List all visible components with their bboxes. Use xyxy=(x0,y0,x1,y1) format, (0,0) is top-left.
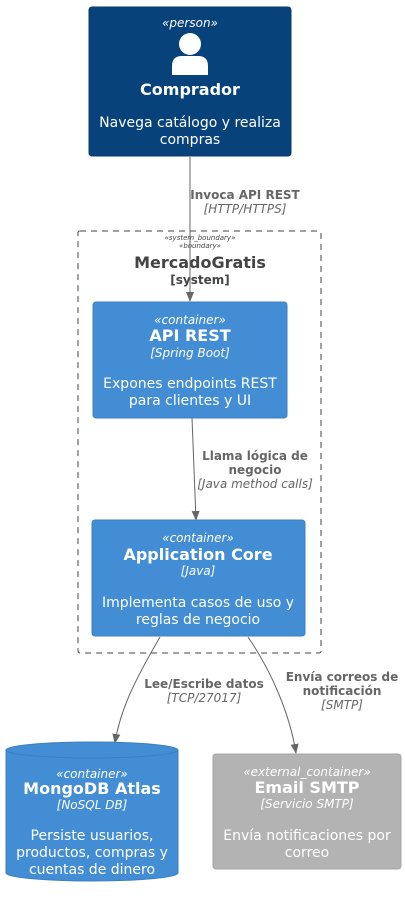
person-icon xyxy=(172,33,208,75)
system-boundary: «system_boundary» «boundary» MercadoGrat… xyxy=(77,230,322,654)
mongo-desc-1: Persiste usuarios, xyxy=(31,828,154,844)
database-mongodb-atlas: «container» MongoDB Atlas [NoSQL DB] Per… xyxy=(5,741,179,882)
edge-lee-tech: [TCP/27017] xyxy=(167,691,242,705)
edge-llama: Llama lógica de negocio [Java method cal… xyxy=(191,417,313,521)
edge-envia-label-2: notificación xyxy=(303,684,382,698)
edge-lee: Lee/Escribe datos [TCP/27017] xyxy=(112,636,264,744)
smtp-stereotype: «external_container» xyxy=(243,765,370,779)
edge-invoca-label: Invoca API REST xyxy=(190,188,300,202)
container-application-core: «container» Application Core [Java] Impl… xyxy=(91,519,306,637)
boundary-stereotype-1: «system_boundary» xyxy=(165,234,236,242)
person-comprador: «person» Comprador Navega catálogo y rea… xyxy=(88,6,292,157)
edge-llama-tech: [Java method calls] xyxy=(197,477,313,491)
edge-invoca-tech: [HTTP/HTTPS] xyxy=(204,202,287,216)
external-email-smtp: «external_container» Email SMTP [Servici… xyxy=(212,753,402,870)
api-desc-1: Expones endpoints REST xyxy=(103,376,277,392)
boundary-type: [system] xyxy=(170,273,229,287)
boundary-frame xyxy=(77,230,322,654)
mongo-cylinder-top xyxy=(5,741,179,759)
container-api-rest: «container» API REST [Spring Boot] Expon… xyxy=(92,301,288,419)
api-tech: [Spring Boot] xyxy=(150,346,230,360)
edge-envia-label-1: Envía correos de xyxy=(286,670,399,684)
person-stereotype: «person» xyxy=(162,16,218,30)
edge-llama-label-2: negocio xyxy=(229,463,282,477)
mongo-stereotype: «container» xyxy=(56,767,128,781)
smtp-name: Email SMTP xyxy=(254,778,359,797)
smtp-desc-1: Envía notificaciones por xyxy=(223,828,391,844)
api-stereotype: «container» xyxy=(154,313,226,327)
smtp-tech: [Servicio SMTP] xyxy=(260,797,354,811)
core-stereotype: «container» xyxy=(162,531,234,545)
mongo-desc-2: productos, compras y xyxy=(16,845,168,861)
mongo-tech: [NoSQL DB] xyxy=(57,798,128,812)
edge-envia: Envía correos de notificación [SMTP] xyxy=(247,636,399,754)
smtp-box xyxy=(212,753,402,870)
core-desc-1: Implementa casos de uso y xyxy=(102,595,294,611)
edge-envia-tech: [SMTP] xyxy=(321,698,363,712)
person-desc-2: compras xyxy=(160,132,220,148)
boundary-title: MercadoGratis xyxy=(134,253,266,272)
mongo-name: MongoDB Atlas xyxy=(23,779,161,798)
core-box xyxy=(91,519,306,637)
core-desc-2: reglas de negocio xyxy=(136,612,260,628)
edge-lee-label: Lee/Escribe datos xyxy=(144,677,264,691)
core-tech: [Java] xyxy=(181,564,216,578)
api-desc-2: para clientes y UI xyxy=(129,393,251,409)
mongo-desc-3: cuentas de dinero xyxy=(29,862,155,878)
person-box xyxy=(88,6,292,157)
boundary-stereotype-2: «boundary» xyxy=(179,242,221,250)
api-name: API REST xyxy=(149,326,230,345)
edge-lee-line xyxy=(112,636,161,744)
smtp-desc-2: correo xyxy=(285,845,329,861)
edge-envia-line xyxy=(247,636,299,754)
edge-llama-label-1: Llama lógica de xyxy=(202,449,308,463)
api-box xyxy=(92,301,288,419)
edge-invoca: Invoca API REST [HTTP/HTTPS] xyxy=(186,157,301,302)
edge-llama-line xyxy=(191,417,200,521)
person-desc-1: Navega catálogo y realiza xyxy=(99,115,281,131)
person-name: Comprador xyxy=(140,80,240,99)
core-name: Application Core xyxy=(123,545,272,564)
mongo-cylinder-body xyxy=(5,750,179,882)
